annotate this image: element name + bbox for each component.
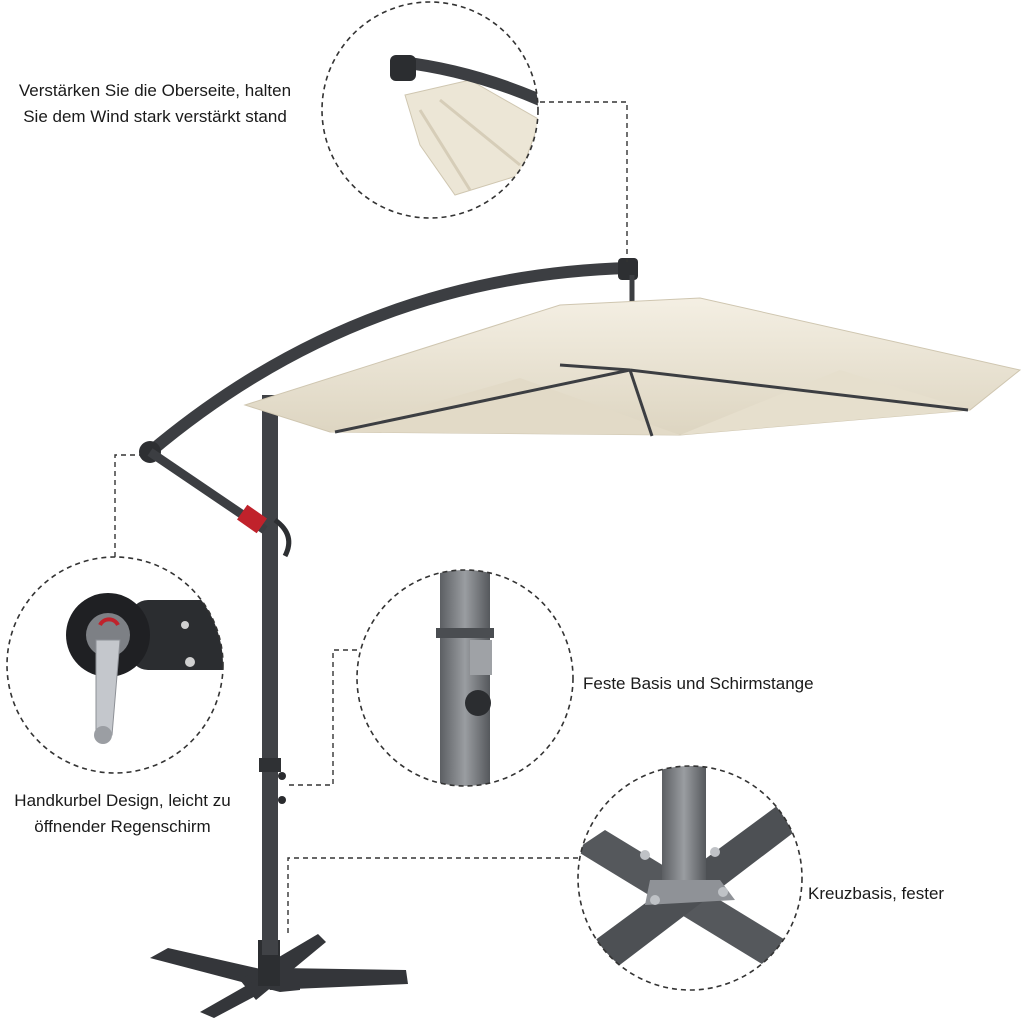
- crank-sleeve: [237, 504, 267, 534]
- caption-base-pole: Feste Basis und Schirmstange: [583, 674, 814, 693]
- callout-pole: [288, 569, 574, 787]
- caption-hand-crank: Handkurbel Design, leicht zu öffnender R…: [14, 791, 231, 836]
- cantilever-arm: [144, 262, 636, 458]
- cross-base: [150, 934, 408, 1018]
- callout-cross-base: [287, 765, 803, 991]
- caption-cross-base: Kreuzbasis, fester: [808, 884, 945, 903]
- callout-hand-crank: [6, 454, 224, 774]
- main-pole: [262, 395, 278, 955]
- callout-top-hinge: [321, 1, 628, 262]
- umbrella: [139, 258, 1022, 1018]
- caption-top-reinforcement: Verstärken Sie die Oberseite, halten Sie…: [18, 81, 292, 126]
